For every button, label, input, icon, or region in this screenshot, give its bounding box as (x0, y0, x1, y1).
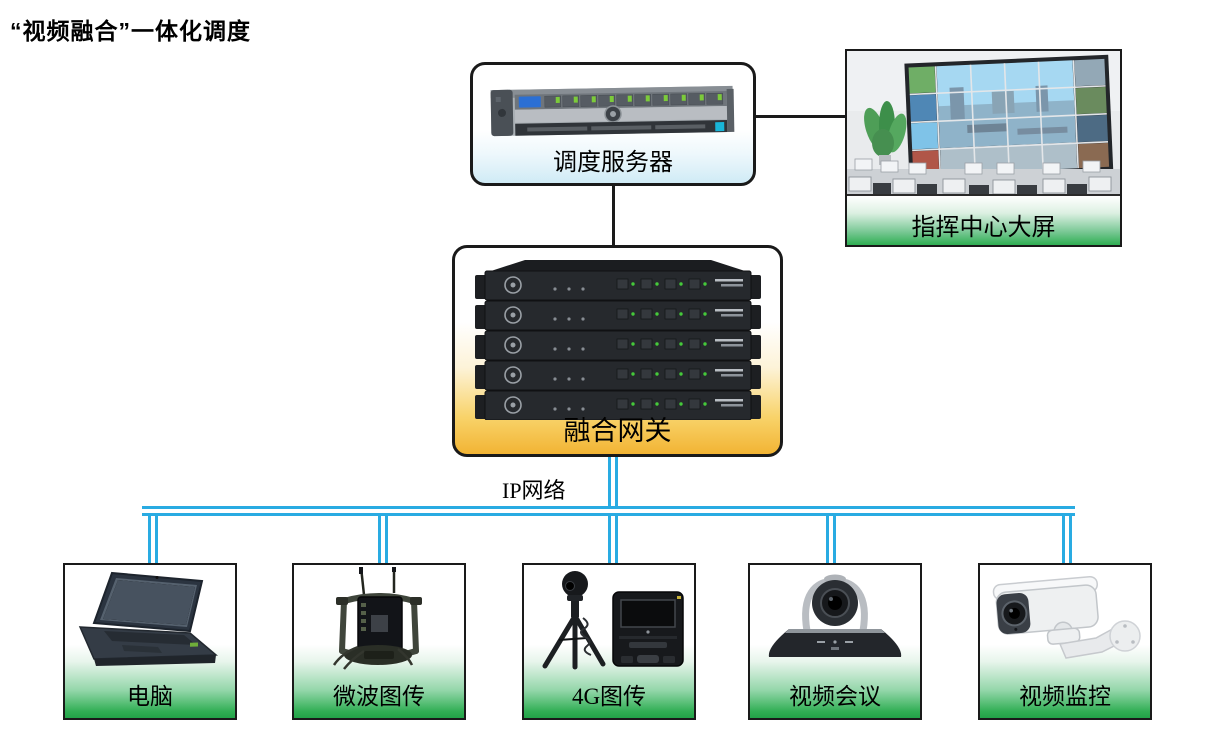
page-title: “视频融合”一体化调度 (10, 18, 251, 44)
ip-network-label: IP网络 (502, 478, 566, 503)
drop-line-4g-right (615, 516, 618, 564)
video-conference-label: 视频会议 (789, 684, 881, 709)
command-center-photo (847, 51, 1120, 198)
connector-server-to-commandcenter (755, 115, 845, 118)
video-conference-camera-icon (768, 574, 902, 657)
plant-shape (864, 101, 907, 165)
node-video-surveillance: 视频监控 (978, 563, 1152, 720)
fusion-gateway-label: 融合网关 (563, 416, 672, 446)
ip-bus-line-bottom (142, 513, 1075, 516)
drop-line-4g-left (608, 516, 611, 564)
command-center-label: 指挥中心大屏 (911, 215, 1056, 241)
drop-line-computer-right (155, 516, 158, 564)
cctv-camera-icon (992, 575, 1141, 659)
node-command-center: 指挥中心大屏 (845, 49, 1122, 247)
microwave-transmitter-label: 微波图传 (333, 684, 425, 709)
drop-line-cctv-left (1062, 516, 1065, 564)
drop-line-conference-right (833, 516, 836, 564)
laptop-icon (78, 571, 218, 666)
node-dispatch-server: 调度服务器 (470, 62, 756, 186)
node-fusion-gateway: 融合网关 (452, 245, 783, 457)
connector-server-to-gateway (612, 185, 615, 246)
drop-line-conference-left (826, 516, 829, 564)
drop-line-microwave-right (385, 516, 388, 564)
ip-bus-line-top (142, 506, 1075, 509)
drop-line-cctv-right (1069, 516, 1072, 564)
computer-label: 电脑 (127, 684, 173, 709)
microwave-transmitter-icon (332, 567, 422, 670)
dispatch-server-label: 调度服务器 (553, 150, 673, 176)
video-surveillance-label: 视频监控 (1019, 684, 1111, 709)
rack-server-icon (490, 85, 735, 137)
node-video-conference: 视频会议 (748, 563, 922, 720)
4g-transmitter-label: 4G图传 (571, 684, 647, 709)
node-4g-transmitter: 4G图传 (522, 563, 696, 720)
gateway-drop-line-left (608, 456, 611, 508)
command-center-label-strip: 指挥中心大屏 (847, 194, 1120, 245)
drop-line-microwave-left (378, 516, 381, 564)
gateway-drop-line-right (615, 456, 618, 508)
node-computer: 电脑 (63, 563, 237, 720)
drop-line-computer-left (148, 516, 151, 564)
4g-transmitter-icon (542, 571, 684, 670)
gateway-rack-stack-icon (473, 260, 762, 420)
node-microwave-transmitter: 微波图传 (292, 563, 466, 720)
